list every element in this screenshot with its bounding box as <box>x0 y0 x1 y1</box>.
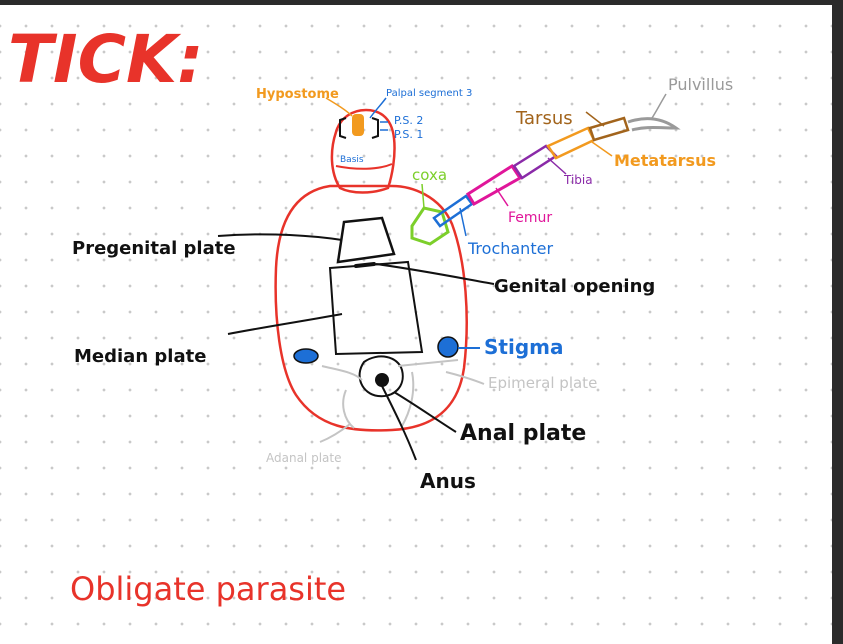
leader-trochanter <box>459 207 467 237</box>
label-basis: Basis <box>340 155 364 165</box>
label-femur: Femur <box>508 210 552 226</box>
pulvillus <box>627 117 681 132</box>
label-anus: Anus <box>420 469 476 493</box>
anus-mark <box>375 373 389 387</box>
leader-femur <box>495 187 509 207</box>
right-edge-bar <box>832 5 843 644</box>
leader-anal <box>393 391 457 433</box>
label-ps1: P.S. 1 <box>394 128 423 141</box>
label-pregenital-plate: Pregenital plate <box>72 238 236 259</box>
label-pulvillus: Pulvillus <box>668 75 733 94</box>
leader-tarsus <box>585 111 605 127</box>
hypostome-mark <box>352 114 364 136</box>
leader-pulvillus <box>651 93 667 119</box>
label-median-plate: Median plate <box>74 346 206 367</box>
capitulum-outline <box>330 108 396 194</box>
anal-plate <box>358 355 404 398</box>
label-palpal-segment-3: Palpal segment 3 <box>386 88 472 99</box>
stigma-left <box>293 348 319 364</box>
leader-tibia <box>547 157 567 175</box>
window-top-bar <box>0 0 843 5</box>
label-adanal-plate: Adanal plate <box>266 451 341 465</box>
leader-adanal <box>319 423 351 443</box>
dotted-canvas[interactable] <box>0 5 832 644</box>
trochanter <box>432 194 474 228</box>
leader-genital <box>375 263 495 285</box>
label-ps2: P.S. 2 <box>394 114 423 127</box>
label-epimeral-plate: Epimeral plate <box>488 374 597 392</box>
note-obligate-parasite: Obligate parasite <box>70 570 346 608</box>
body-outline <box>274 184 468 432</box>
label-hypostome: Hypostome <box>256 87 339 102</box>
label-tarsus: Tarsus <box>515 108 573 129</box>
femur <box>465 163 523 207</box>
leader-palpal <box>369 97 387 119</box>
label-tibia: Tibia <box>563 173 593 187</box>
leader-hypostome <box>325 97 353 117</box>
leader-metatarsus <box>591 141 613 157</box>
label-anal-plate: Anal plate <box>460 421 586 446</box>
palp-ticks <box>380 121 388 131</box>
title-text: TICK: <box>8 21 204 98</box>
tarsus <box>588 116 630 142</box>
stigma-right <box>437 336 459 358</box>
label-metatarsus: Metatarsus <box>614 151 716 170</box>
label-coxa: coxa <box>412 166 447 184</box>
palp-left <box>339 117 347 139</box>
pregenital-plate <box>336 216 396 264</box>
leader-epimeral <box>445 371 485 385</box>
label-trochanter: Trochanter <box>467 239 553 258</box>
epimeral-plate <box>397 359 459 427</box>
median-plate <box>328 260 424 356</box>
label-pregenital-plate-text: Pregenital plate <box>72 238 236 259</box>
leader-median <box>227 313 343 335</box>
palp-right <box>371 117 379 139</box>
leader-pregenital <box>217 233 343 241</box>
label-stigma: Stigma <box>484 335 563 359</box>
leader-anus <box>381 385 417 461</box>
adanal-plate <box>321 365 363 429</box>
leader-coxa <box>421 183 425 209</box>
label-genital-opening: Genital opening <box>494 276 655 297</box>
basis-line <box>335 163 393 170</box>
